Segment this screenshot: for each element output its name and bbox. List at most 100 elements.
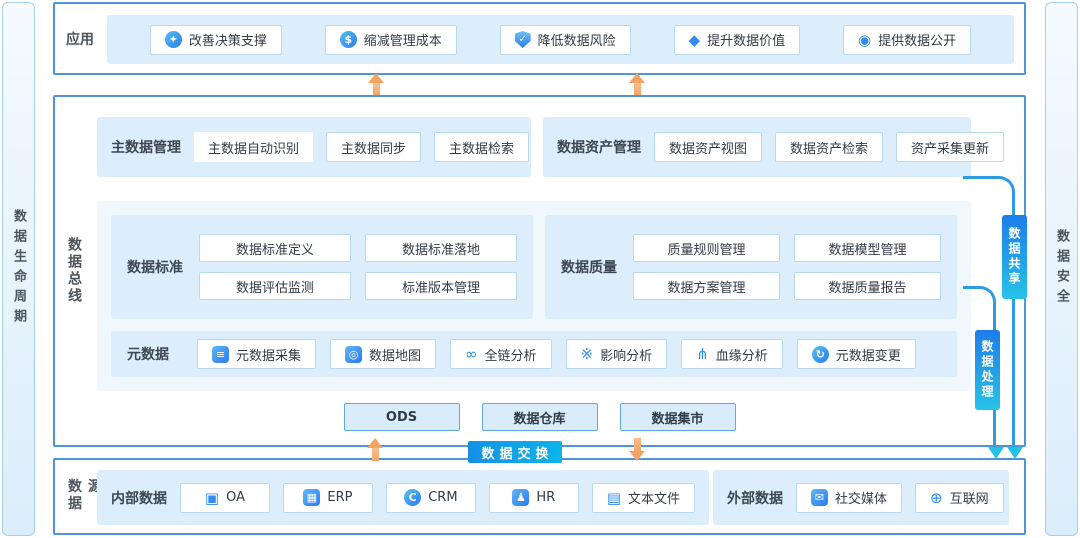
share-connector-line xyxy=(963,176,1015,448)
reduce-cost-button[interactable]: $ 缩减管理成本 xyxy=(324,24,457,55)
button-label: 主数据自动识别 xyxy=(208,141,300,157)
data-asset-panel: 数据资产管理 数据资产视图 数据资产检索 资产采集更新 xyxy=(543,117,1005,177)
up-arrow-icon xyxy=(629,73,645,96)
lineage-analysis-button[interactable]: ⋔ 血缘分析 xyxy=(681,339,783,369)
lightbulb-icon: ✦ xyxy=(164,31,182,48)
metadata-collect-button[interactable]: ≡ 元数据采集 xyxy=(197,339,317,369)
storage-label: 数据仓库 xyxy=(513,411,566,427)
master-data-label: 主数据管理 xyxy=(111,140,181,156)
button-label: 数据方案管理 xyxy=(667,280,746,296)
full-chain-analysis-button[interactable]: ∞ 全链分析 xyxy=(450,339,552,369)
data-warehouse-box[interactable]: 数据仓库 xyxy=(481,403,598,431)
governance-panel: 数据标准 数据标准定义 数据标准落地 数据评估监测 标准版本管理 数据质量 xyxy=(97,201,971,391)
button-label: 数据评估监测 xyxy=(235,280,314,296)
globe-icon: ⊕ xyxy=(930,488,943,507)
data-asset-label: 数据资产管理 xyxy=(557,140,641,156)
asset-collect-update-button[interactable]: 资产采集更新 xyxy=(896,132,1005,162)
data-exchange-label: 数据交换 xyxy=(481,446,554,462)
text-file-button[interactable]: ▤ 文本文件 xyxy=(591,482,696,513)
application-section: 应用 ✦ 改善决策支撑 $ 缩减管理成本 ✓ 降低数据风险 ◆ 提升数据价值 ◉… xyxy=(53,2,1026,75)
asset-view-button[interactable]: 数据资产视图 xyxy=(654,132,763,162)
standard-define-button[interactable]: 数据标准定义 xyxy=(199,234,351,262)
data-quality-label: 数据质量 xyxy=(561,260,617,276)
data-lifecycle-label: 数据生命周期 xyxy=(11,209,26,329)
standard-evaluate-button[interactable]: 数据评估监测 xyxy=(199,272,351,300)
button-label: 数据质量报告 xyxy=(828,280,907,296)
button-label: HR xyxy=(536,490,556,505)
data-map-button[interactable]: ◎ 数据地图 xyxy=(330,339,437,369)
metadata-panel: 元数据 ≡ 元数据采集 ◎ 数据地图 ∞ 全链分析 ※ 影响分析 xyxy=(111,331,957,377)
button-label: 主数据同步 xyxy=(341,141,407,157)
impact-icon: ※ xyxy=(580,345,594,363)
application-section-label: 应用 xyxy=(66,31,94,48)
storage-label: ODS xyxy=(385,409,418,425)
person-icon: ♟ xyxy=(512,489,530,506)
application-panel: ✦ 改善决策支撑 $ 缩减管理成本 ✓ 降低数据风险 ◆ 提升数据价值 ◉ 提供… xyxy=(107,15,1014,64)
oa-button[interactable]: ▣ OA xyxy=(180,482,270,513)
data-mart-box[interactable]: 数据集市 xyxy=(619,403,736,431)
erp-button[interactable]: ▦ ERP xyxy=(282,482,373,513)
data-share-pill: 数据共享 xyxy=(1002,215,1027,299)
up-arrow-icon xyxy=(367,438,383,461)
external-data-label: 外部数据 xyxy=(727,490,783,507)
button-label: 全链分析 xyxy=(484,348,537,364)
data-process-pill: 数据处理 xyxy=(975,330,1000,410)
button-label: 数据资产检索 xyxy=(790,141,869,157)
standard-implement-button[interactable]: 数据标准落地 xyxy=(365,234,517,262)
button-label: 资产采集更新 xyxy=(911,141,990,157)
data-bus-section: 数据总线 主数据管理 主数据自动识别 主数据同步 主数据检索 数据资产管理 数据… xyxy=(53,95,1026,447)
open-data-button[interactable]: ◉ 提供数据公开 xyxy=(842,24,972,55)
improve-decision-button[interactable]: ✦ 改善决策支撑 xyxy=(149,24,282,55)
standard-version-button[interactable]: 标准版本管理 xyxy=(365,272,517,300)
document-icon: ▣ xyxy=(204,488,220,507)
shield-icon: ✓ xyxy=(514,31,531,48)
crm-button[interactable]: C CRM xyxy=(385,482,476,513)
crm-badge-icon: C xyxy=(404,489,422,506)
refresh-icon: ↻ xyxy=(811,345,829,363)
data-model-button[interactable]: 数据模型管理 xyxy=(794,234,941,262)
button-label: 元数据采集 xyxy=(236,348,302,364)
button-label: ERP xyxy=(327,490,353,505)
button-label: 社交媒体 xyxy=(835,492,888,507)
storage-label: 数据集市 xyxy=(651,411,704,427)
quality-report-button[interactable]: 数据质量报告 xyxy=(794,272,941,300)
internet-button[interactable]: ⊕ 互联网 xyxy=(915,482,1004,513)
down-arrow-icon xyxy=(629,438,645,461)
button-label: 提供数据公开 xyxy=(878,34,957,49)
button-label: 主数据检索 xyxy=(449,141,515,157)
data-standard-label: 数据标准 xyxy=(127,260,183,276)
quality-plan-button[interactable]: 数据方案管理 xyxy=(633,272,780,300)
data-standard-panel: 数据标准 数据标准定义 数据标准落地 数据评估监测 标准版本管理 xyxy=(111,215,533,319)
external-data-panel: 外部数据 ✉ 社交媒体 ⊕ 互联网 xyxy=(713,470,1009,525)
metadata-change-button[interactable]: ↻ 元数据变更 xyxy=(796,339,916,369)
master-data-sync-button[interactable]: 主数据同步 xyxy=(326,132,422,162)
button-label: 数据标准落地 xyxy=(401,242,480,258)
data-security-rail: 数据安全 xyxy=(1045,2,1078,536)
lineage-icon: ⋔ xyxy=(696,345,709,363)
button-label: 改善决策支撑 xyxy=(188,34,267,49)
button-label: 元数据变更 xyxy=(835,348,901,364)
asset-search-button[interactable]: 数据资产检索 xyxy=(775,132,884,162)
button-label: 文本文件 xyxy=(628,492,681,507)
master-data-auto-id-button[interactable]: 主数据自动识别 xyxy=(194,132,314,162)
social-media-button[interactable]: ✉ 社交媒体 xyxy=(796,482,903,513)
ods-box[interactable]: ODS xyxy=(343,403,460,431)
piggy-bank-icon: $ xyxy=(339,31,357,48)
data-exchange-pill: 数据交换 xyxy=(468,441,562,463)
button-label: CRM xyxy=(428,490,458,505)
button-label: 数据标准定义 xyxy=(235,242,314,258)
chat-icon: ✉ xyxy=(811,489,828,506)
button-label: 质量规则管理 xyxy=(667,242,746,258)
storage-row: ODS 数据仓库 数据集市 xyxy=(55,403,1024,431)
impact-analysis-button[interactable]: ※ 影响分析 xyxy=(565,339,668,369)
metadata-label: 元数据 xyxy=(127,347,169,363)
raise-value-button[interactable]: ◆ 提升数据价值 xyxy=(673,24,801,55)
quality-rule-button[interactable]: 质量规则管理 xyxy=(633,234,780,262)
master-data-panel: 主数据管理 主数据自动识别 主数据同步 主数据检索 xyxy=(97,117,531,177)
down-arrow-icon xyxy=(988,447,1004,459)
master-data-search-button[interactable]: 主数据检索 xyxy=(434,132,530,162)
reduce-risk-button[interactable]: ✓ 降低数据风险 xyxy=(499,24,631,55)
hr-button[interactable]: ♟ HR xyxy=(488,482,579,513)
button-label: 数据地图 xyxy=(369,348,422,364)
